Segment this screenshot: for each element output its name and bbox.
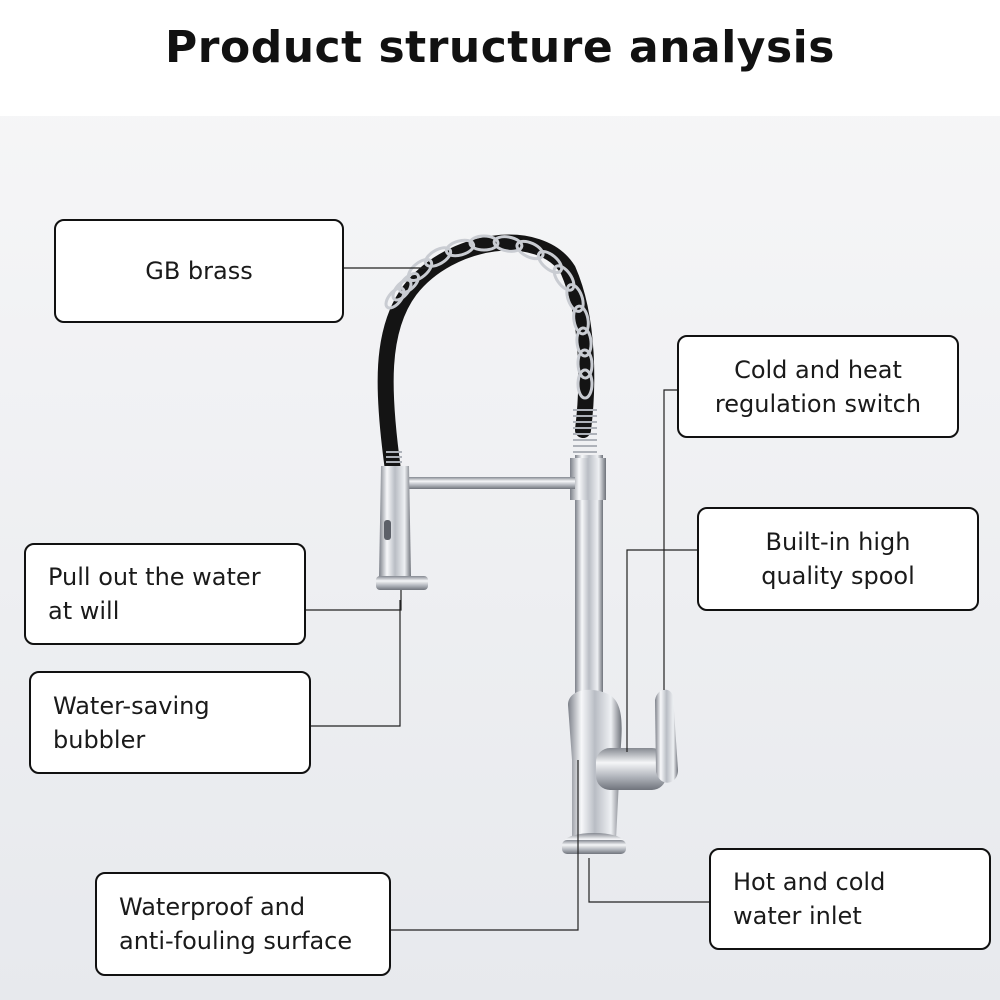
base-plate <box>562 840 626 854</box>
spring-coil <box>384 234 594 400</box>
cartridge <box>596 748 666 790</box>
hose <box>377 234 595 478</box>
spray-head <box>379 466 411 578</box>
leader-lines <box>306 267 709 931</box>
header-band <box>0 0 1000 116</box>
callout-water-inlet: Hot and cold water inlet <box>709 848 991 950</box>
spring-base <box>573 409 597 453</box>
column-collar <box>570 458 606 500</box>
callout-cold-heat-switch: Cold and heat regulation switch <box>677 335 959 438</box>
page-title: Product structure analysis <box>165 22 835 73</box>
holder-arm <box>400 477 575 489</box>
callout-surface: Waterproof and anti-fouling surface <box>95 872 391 976</box>
callout-bubbler: Water-saving bubbler <box>29 671 311 774</box>
callout-gb-brass: GB brass <box>54 219 344 323</box>
callout-spool: Built-in high quality spool <box>697 507 979 611</box>
lever-handle <box>655 689 678 783</box>
spring-head <box>386 451 402 463</box>
callout-pull-out: Pull out the water at will <box>24 543 306 645</box>
faucet-body <box>568 689 622 840</box>
